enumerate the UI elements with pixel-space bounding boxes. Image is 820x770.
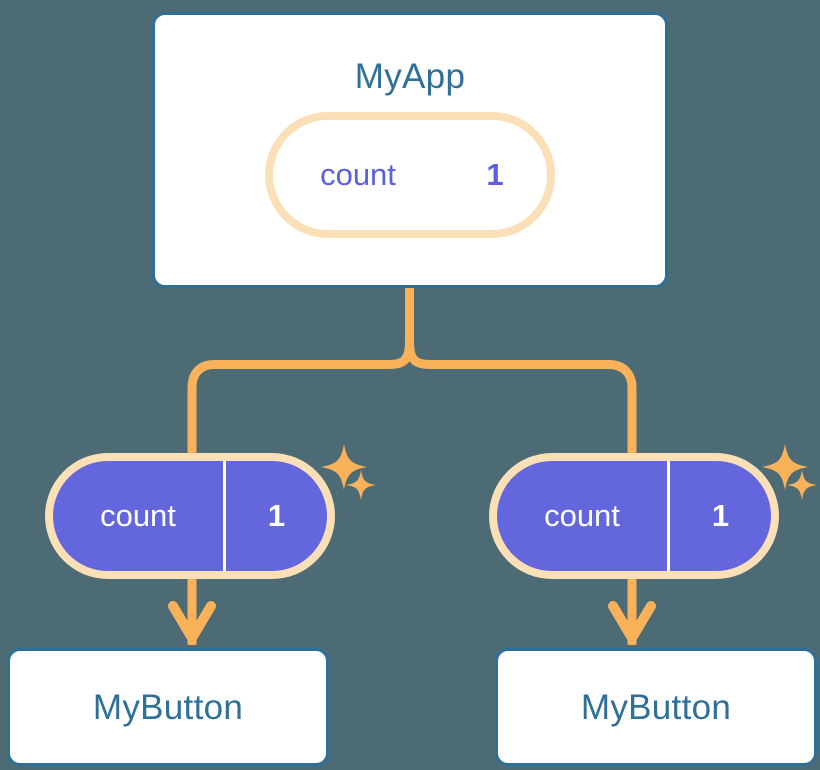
- component-title: MyApp: [354, 57, 466, 96]
- component-title: MyButton: [580, 688, 732, 727]
- connector-root-stem: [405, 287, 637, 455]
- sparkle-icon-small: [787, 470, 817, 500]
- state-value-label: 1: [223, 461, 327, 571]
- sparkle-icon-large: [321, 444, 367, 490]
- arrow-right-head: [608, 601, 656, 643]
- state-key-label: count: [544, 498, 620, 533]
- state-key-label: count: [100, 498, 176, 533]
- state-pill-mybutton-left[interactable]: count 1: [53, 461, 327, 571]
- component-title: MyButton: [92, 688, 244, 727]
- state-value-label: 1: [667, 461, 771, 571]
- state-pill-myapp[interactable]: count 1: [273, 120, 547, 230]
- sparkle-icon-small: [346, 470, 376, 500]
- state-pill-mybutton-right[interactable]: count 1: [497, 461, 771, 571]
- arrow-left-head: [168, 601, 216, 643]
- state-key-label: count: [320, 157, 396, 192]
- component-card-mybutton-left[interactable]: MyButton: [7, 648, 329, 766]
- connector-root-stem-left: [187, 340, 414, 455]
- state-value-label: 1: [486, 157, 504, 192]
- component-card-myapp[interactable]: MyApp: [152, 12, 668, 288]
- component-card-mybutton-right[interactable]: MyButton: [495, 648, 817, 766]
